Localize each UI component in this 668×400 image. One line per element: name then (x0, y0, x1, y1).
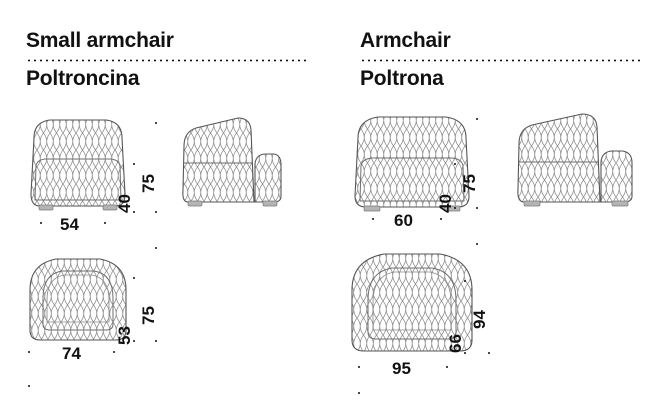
page-title-it-armchair: Poltrona (360, 67, 444, 90)
dimension-front-total-height-armchair: 75 (460, 174, 479, 193)
figure-side-view-small-armchair (178, 116, 282, 216)
dimension-front-seat-height-small: 40 (115, 194, 134, 213)
dimension-tick (133, 163, 135, 165)
dimension-tick (476, 207, 478, 209)
dimension-tick (113, 351, 115, 353)
figure-front-view-small-armchair (24, 116, 132, 216)
dimension-front-width-small: 54 (60, 215, 79, 234)
dimension-tick (133, 277, 135, 279)
dimension-plan-depth-small: 75 (139, 306, 158, 325)
dimension-tick (28, 385, 30, 387)
dimension-tick (28, 351, 30, 353)
dimension-tick (488, 352, 490, 354)
column-small-armchair: Small armchair Poltroncina (22, 28, 306, 387)
dimension-tick (464, 280, 466, 282)
dimension-tick (104, 222, 106, 224)
dimension-tick (358, 392, 360, 394)
dimension-tick (40, 222, 42, 224)
dimension-tick (454, 207, 456, 209)
dimension-tick (476, 243, 478, 245)
dimension-tick (155, 340, 157, 342)
figure-plan-view-small-armchair (22, 254, 134, 346)
dimension-tick (133, 211, 135, 213)
figure-plan-view-armchair (344, 250, 480, 358)
dimension-tick (358, 366, 360, 368)
column-armchair: Armchair Poltrona (334, 0, 668, 400)
dimension-plan-width-small: 74 (62, 344, 81, 363)
page-title-it-small-armchair: Poltroncina (26, 67, 140, 90)
dimension-tick (372, 218, 374, 220)
dimension-front-width-armchair: 60 (394, 211, 413, 230)
dimension-tick (155, 211, 157, 213)
dimension-front-seat-height-armchair: 40 (436, 194, 455, 213)
heading-block-armchair: Armchair Poltrona (360, 28, 640, 92)
dimension-tick (476, 118, 478, 120)
page-title-en-small-armchair: Small armchair (26, 29, 174, 52)
figure-side-view-armchair (512, 112, 634, 216)
dotted-divider (360, 59, 640, 62)
figure-front-view-armchair (348, 112, 476, 216)
dimension-tick (155, 122, 157, 124)
dimension-plan-inner-depth-small: 53 (115, 326, 134, 345)
dimension-plan-depth-armchair: 94 (470, 310, 489, 329)
dimension-tick (133, 340, 135, 342)
dimension-front-total-height-small: 75 (139, 174, 158, 193)
dimension-tick (446, 366, 448, 368)
dotted-divider (26, 59, 306, 62)
dimension-tick (454, 163, 456, 165)
dimension-tick (440, 218, 442, 220)
dimension-plan-inner-depth-armchair: 66 (446, 334, 465, 353)
dimension-tick (464, 352, 466, 354)
dimension-tick (155, 247, 157, 249)
dimension-plan-width-armchair: 95 (392, 359, 411, 378)
heading-block-small-armchair: Small armchair Poltroncina (26, 28, 306, 92)
page-title-en-armchair: Armchair (360, 29, 451, 52)
